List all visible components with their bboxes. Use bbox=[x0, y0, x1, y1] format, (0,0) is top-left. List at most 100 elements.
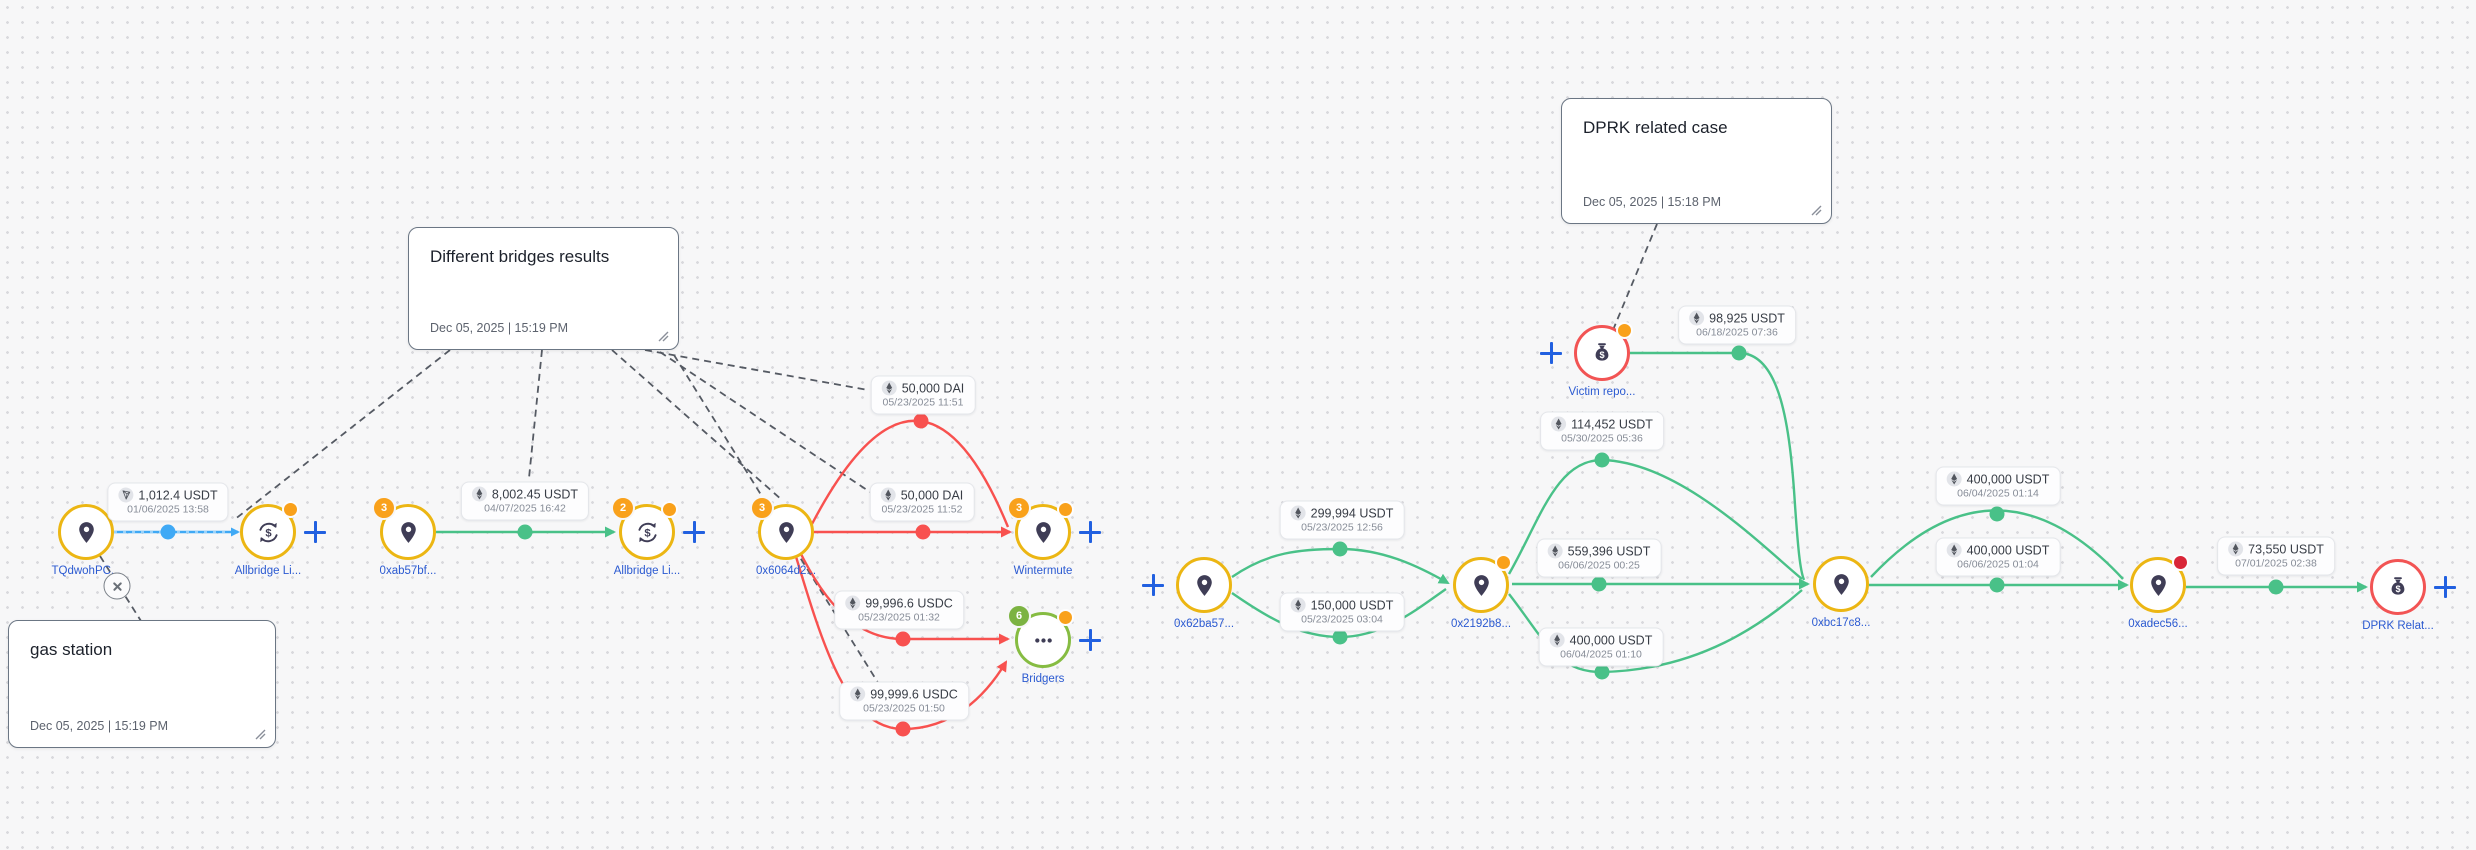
node-label: Allbridge Li... bbox=[234, 565, 302, 577]
resize-handle-icon[interactable] bbox=[1810, 204, 1822, 216]
edge-0x6064d2-bridgers-2[interactable] bbox=[792, 549, 1008, 737]
node-victim-report[interactable]: $ Victim repo... bbox=[1540, 322, 1635, 398]
transfer-label[interactable]: 98,925 USDT 06/18/2025 07:36 bbox=[1678, 305, 1796, 345]
edge-0x6064d2-wintermute-straight[interactable] bbox=[814, 524, 1012, 540]
edge-0x2192b8-0xbc17c8-straight[interactable] bbox=[1512, 576, 1810, 592]
expand-plus-button[interactable] bbox=[1540, 342, 1562, 364]
edge-0xadec56-dprk[interactable] bbox=[2186, 579, 2368, 595]
node-0x2192b8[interactable]: 0x2192b8... bbox=[1451, 554, 1512, 630]
expand-plus-button[interactable] bbox=[304, 521, 326, 543]
transfer-amount: 1,012.4 USDT bbox=[138, 488, 218, 502]
transfer-label[interactable]: 8,002.45 USDT 04/07/2025 16:42 bbox=[460, 481, 590, 521]
swap-icon: $ bbox=[637, 522, 657, 542]
ethereum-icon bbox=[1946, 542, 1962, 558]
node-0xbc17c8[interactable]: 0xbc17c8... bbox=[1812, 556, 1870, 629]
connector-bridges-3[interactable] bbox=[611, 349, 783, 501]
note-dprk-case[interactable]: DPRK related case Dec 05, 2025 | 15:18 P… bbox=[1561, 98, 1832, 224]
transfer-label[interactable]: 99,999.6 USDC 05/23/2025 01:50 bbox=[839, 681, 969, 721]
expand-plus-button[interactable] bbox=[1079, 521, 1101, 543]
transfer-label[interactable]: 99,996.6 USDC 05/23/2025 01:32 bbox=[834, 590, 964, 630]
transfer-datetime: 06/18/2025 07:36 bbox=[1696, 326, 1778, 339]
location-pin-icon bbox=[78, 521, 94, 543]
edge-0xab57bf-allbridge[interactable] bbox=[436, 524, 616, 540]
node-label: Allbridge Li... bbox=[613, 565, 681, 577]
node-wintermute[interactable]: 3 Wintermute bbox=[1007, 496, 1101, 577]
connector-bridges-2[interactable] bbox=[528, 349, 543, 479]
transfer-label[interactable]: 559,396 USDT 06/06/2025 00:25 bbox=[1536, 538, 1662, 578]
transfer-datetime: 04/07/2025 16:42 bbox=[484, 502, 566, 515]
transfer-label[interactable]: 114,452 USDT 05/30/2025 05:36 bbox=[1540, 411, 1664, 451]
node-tqdwohpc[interactable]: TQdwohPC... bbox=[51, 504, 121, 577]
transfer-label[interactable]: 1,012.4 USDT 01/06/2025 13:58 bbox=[107, 482, 229, 522]
connector-bridges-1[interactable] bbox=[233, 349, 451, 521]
node-label: 0xab57bf... bbox=[379, 565, 437, 577]
connector-bridges-4[interactable] bbox=[644, 349, 869, 391]
count-badge: 3 bbox=[1007, 496, 1031, 520]
node-ring bbox=[58, 504, 114, 560]
node-bridgers[interactable]: 6 Bridgers bbox=[1007, 604, 1101, 685]
alert-dot bbox=[1057, 609, 1074, 626]
location-pin-icon bbox=[1473, 574, 1489, 596]
transfer-datetime: 05/23/2025 12:56 bbox=[1301, 521, 1383, 534]
node-label: DPRK Relat... bbox=[2362, 620, 2434, 632]
transfer-label[interactable]: 400,000 USDT 06/06/2025 01:04 bbox=[1935, 537, 2061, 577]
transfer-amount: 299,994 USDT bbox=[1310, 506, 1394, 520]
transfer-label[interactable]: 299,994 USDT 05/23/2025 12:56 bbox=[1279, 500, 1405, 540]
transfer-datetime: 05/23/2025 01:32 bbox=[858, 611, 940, 624]
edge-0x2192b8-0xbc17c8-arc-top[interactable] bbox=[1507, 452, 1803, 580]
resize-handle-icon[interactable] bbox=[657, 330, 669, 342]
expand-plus-button[interactable] bbox=[1142, 574, 1164, 596]
edge-0x6064d2-wintermute-arc[interactable] bbox=[810, 413, 1010, 528]
expand-plus-button[interactable] bbox=[1079, 629, 1101, 651]
edge-0xbc17c8-0xadec56-arc[interactable] bbox=[1870, 506, 2124, 580]
alert-dot bbox=[2172, 554, 2189, 571]
note-gas-station[interactable]: gas station Dec 05, 2025 | 15:19 PM bbox=[8, 620, 276, 748]
expand-plus-button[interactable] bbox=[2434, 576, 2456, 598]
connector-bridges-5[interactable] bbox=[659, 351, 871, 493]
node-allbridge-2[interactable]: $ 2 Allbridge Li... bbox=[611, 496, 705, 577]
transfer-label[interactable]: 50,000 DAI 05/23/2025 11:51 bbox=[870, 375, 976, 415]
connector-dprk-case[interactable] bbox=[1612, 223, 1658, 331]
alert-dot bbox=[1495, 554, 1512, 571]
resize-handle-icon[interactable] bbox=[254, 728, 266, 740]
transfer-label[interactable]: 400,000 USDT 06/04/2025 01:10 bbox=[1538, 627, 1664, 667]
svg-text:$: $ bbox=[644, 527, 651, 539]
count-badge: 2 bbox=[611, 496, 635, 520]
transfer-amount: 559,396 USDT bbox=[1567, 544, 1651, 558]
tron-icon bbox=[118, 487, 134, 503]
edge-0x62ba57-0x2192b8-top[interactable] bbox=[1231, 541, 1450, 585]
node-0x62ba57[interactable]: 0x62ba57... bbox=[1142, 557, 1234, 630]
transfer-datetime: 06/04/2025 01:10 bbox=[1560, 648, 1642, 661]
money-bag-icon: $ bbox=[2391, 577, 2405, 595]
node-allbridge-1[interactable]: $ Allbridge Li... bbox=[235, 501, 326, 577]
edge-victim-0xbc17c8[interactable] bbox=[1630, 345, 1806, 581]
note-different-bridges[interactable]: Different bridges results Dec 05, 2025 |… bbox=[408, 227, 679, 350]
ethereum-icon bbox=[2228, 541, 2244, 557]
node-label: 0xbc17c8... bbox=[1811, 617, 1871, 629]
transfer-label[interactable]: 400,000 USDT 06/04/2025 01:14 bbox=[1935, 466, 2061, 506]
transfer-amount: 50,000 DAI bbox=[901, 381, 965, 395]
edge-tqdwoh-allbridge[interactable] bbox=[114, 524, 240, 540]
transfer-datetime: 06/04/2025 01:14 bbox=[1957, 487, 2039, 500]
node-0x6064d2[interactable]: 3 0x6064d2... bbox=[750, 496, 816, 577]
edge-0x62ba57-0x2192b8-bottom[interactable] bbox=[1231, 588, 1447, 645]
location-pin-icon bbox=[1196, 574, 1212, 596]
note-title: DPRK related case bbox=[1583, 118, 1728, 137]
transfer-amount: 400,000 USDT bbox=[1569, 633, 1653, 647]
remove-connection-icon[interactable] bbox=[103, 572, 131, 600]
transfer-amount: 400,000 USDT bbox=[1966, 472, 2050, 486]
location-pin-icon bbox=[1035, 521, 1051, 543]
node-0xadec56[interactable]: 0xadec56... bbox=[2128, 554, 2189, 630]
note-connectors bbox=[99, 223, 1658, 719]
node-dprk-related[interactable]: $ DPRK Relat... bbox=[2362, 559, 2456, 632]
transfer-label[interactable]: 73,550 USDT 07/01/2025 02:38 bbox=[2217, 536, 2335, 576]
expand-plus-button[interactable] bbox=[683, 521, 705, 543]
node-label: 0xadec56... bbox=[2128, 618, 2188, 630]
ethereum-icon bbox=[471, 486, 487, 502]
edge-0xbc17c8-0xadec56-straight[interactable] bbox=[1869, 577, 2129, 593]
transfer-label[interactable]: 50,000 DAI 05/23/2025 11:52 bbox=[869, 482, 975, 522]
transfer-label[interactable]: 150,000 USDT 05/23/2025 03:04 bbox=[1279, 592, 1405, 632]
node-0xab57bf[interactable]: 3 0xab57bf... bbox=[372, 496, 436, 577]
